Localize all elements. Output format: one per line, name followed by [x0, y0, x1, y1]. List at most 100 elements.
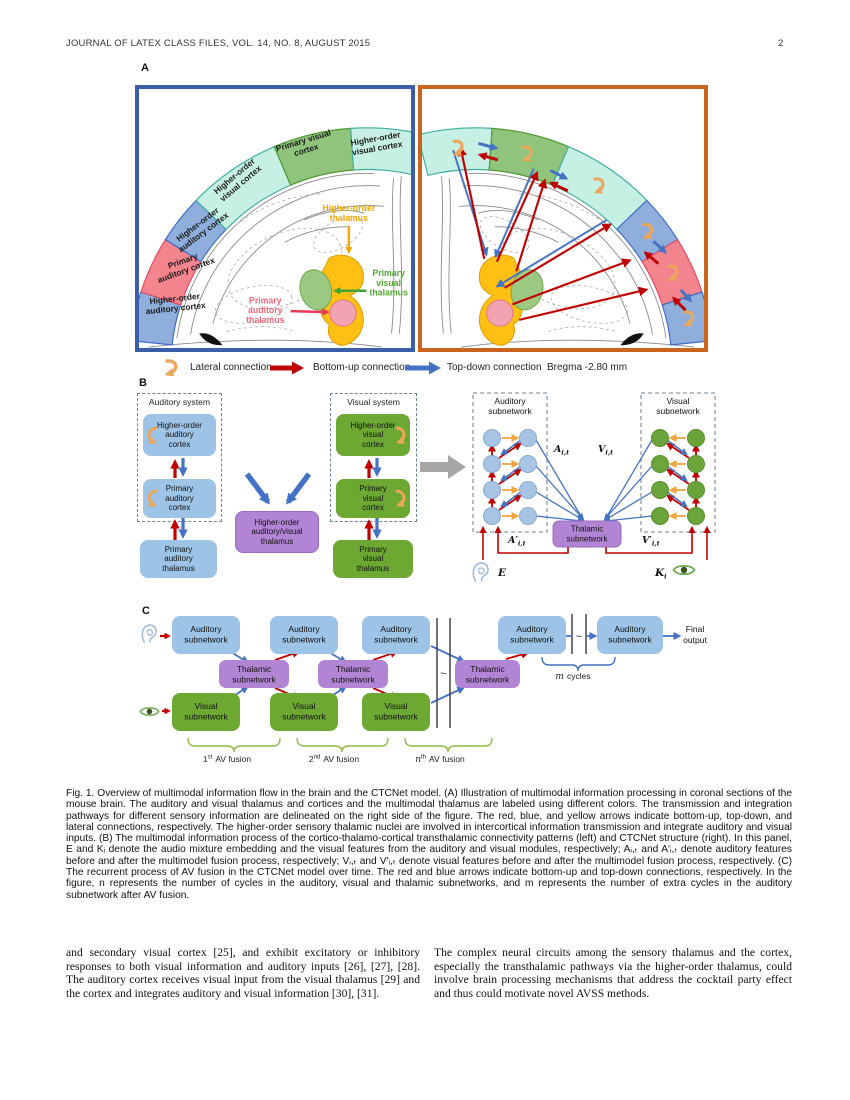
lateral-links — [668, 433, 686, 521]
panel-c-label: C — [142, 605, 150, 617]
brain-right-svg — [417, 127, 714, 348]
auditory-fan — [535, 439, 585, 524]
auditory-system-title: Auditory system — [148, 397, 211, 407]
tilde: ~ — [576, 631, 582, 643]
figure-caption: Fig. 1. Overview of multimodal informati… — [66, 788, 792, 901]
ellipsis-bars — [436, 614, 587, 728]
journal-header: JOURNAL OF LATEX CLASS FILES, VOL. 14, N… — [66, 38, 371, 49]
eye-icon — [139, 707, 160, 716]
ho-visual-cortex-box: Higher-order visual cortex — [336, 414, 410, 456]
brain-section-right — [417, 85, 714, 352]
visual-neurons — [651, 429, 705, 525]
lateral-icon — [147, 489, 158, 507]
box-line: cortex — [362, 439, 384, 449]
updown-arrows — [170, 518, 188, 540]
brain-dark-structure — [199, 333, 223, 346]
panel-b-label: B — [139, 377, 147, 389]
top-down-links — [666, 439, 688, 508]
box-line: thalamus — [162, 563, 195, 573]
box-line: Primary — [359, 544, 387, 554]
top-down-arrows — [452, 149, 608, 288]
auditory-neurons — [483, 429, 537, 525]
bottom-up-arrow-icon — [270, 361, 304, 375]
brain-inner-dashed — [479, 193, 628, 332]
updown-arrows — [170, 458, 188, 478]
auditory-subnetwork-box — [472, 392, 548, 533]
bottom-up-links — [665, 442, 701, 511]
lateral-icon — [147, 426, 158, 444]
box-line: Primary — [165, 484, 194, 494]
primary-visual-cortex-box: Primary visual cortex — [336, 479, 410, 518]
updown-arrows — [364, 458, 382, 478]
box-line: thalamus — [260, 536, 294, 546]
multimodal-thalamus-box: Higher-order auditory/visual thalamus — [235, 511, 319, 553]
ho-auditory-cortex-box: Higher-order auditory cortex — [143, 414, 216, 456]
lateral-connection-icons — [452, 139, 695, 327]
box-line: cortex — [168, 503, 191, 513]
box-line: Higher-order — [350, 420, 396, 430]
primary-auditory-cortex-box: Primary auditory cortex — [143, 479, 216, 518]
box-line: visual — [362, 554, 384, 564]
visual-system-title: Visual system — [347, 397, 400, 407]
auditory-neuron-nodes — [483, 429, 537, 525]
box-line: cortex — [362, 503, 384, 513]
brain-dark-structure — [620, 333, 644, 346]
feedback-paths — [479, 525, 711, 560]
primary-auditory-thalamus-shape — [329, 299, 357, 327]
bottom-up-arrows — [457, 146, 649, 321]
top-down-links — [500, 439, 522, 508]
box-line: cortex — [168, 439, 191, 449]
feature-label-V-prime: V′i,t — [642, 535, 660, 548]
visual-label-K: Ki — [654, 567, 667, 581]
box-line: auditory — [164, 554, 193, 564]
thalamic-subnetwork-box — [552, 520, 622, 548]
lateral-icon — [395, 489, 406, 507]
primary-auditory-thalamus-arrow — [290, 308, 330, 316]
box-line: Primary — [164, 544, 193, 554]
feature-label-A: Ai,t — [553, 444, 569, 457]
boundary-arrows — [477, 141, 693, 312]
legend-lateral-label: Lateral connection — [190, 362, 272, 373]
lateral-connection-icon — [164, 359, 178, 376]
body-right-column: The complex neural circuits among the se… — [434, 946, 792, 1000]
lateral-links — [502, 433, 520, 521]
feature-label-V: Vi,t — [598, 444, 613, 457]
panel-a-label: A — [141, 62, 149, 74]
cortex-bands — [129, 127, 426, 346]
convergence-arrows — [244, 472, 312, 505]
lateral-icon — [395, 426, 406, 444]
box-line: Higher-order — [254, 517, 300, 527]
box-line: visual — [362, 493, 384, 503]
eye-icon — [672, 564, 696, 576]
transform-arrow — [420, 455, 466, 479]
primary-visual-thalamus-shape — [299, 269, 333, 311]
updown-arrows — [364, 518, 382, 540]
brain-section-left: Higher-orderauditory cortex Primaryaudit… — [129, 85, 426, 352]
embedding-label-E: E — [497, 567, 507, 579]
box-line: Primary — [359, 484, 387, 494]
box-line: auditory — [165, 430, 194, 440]
bregma-label: Bregma -2.80 mm — [547, 362, 628, 373]
